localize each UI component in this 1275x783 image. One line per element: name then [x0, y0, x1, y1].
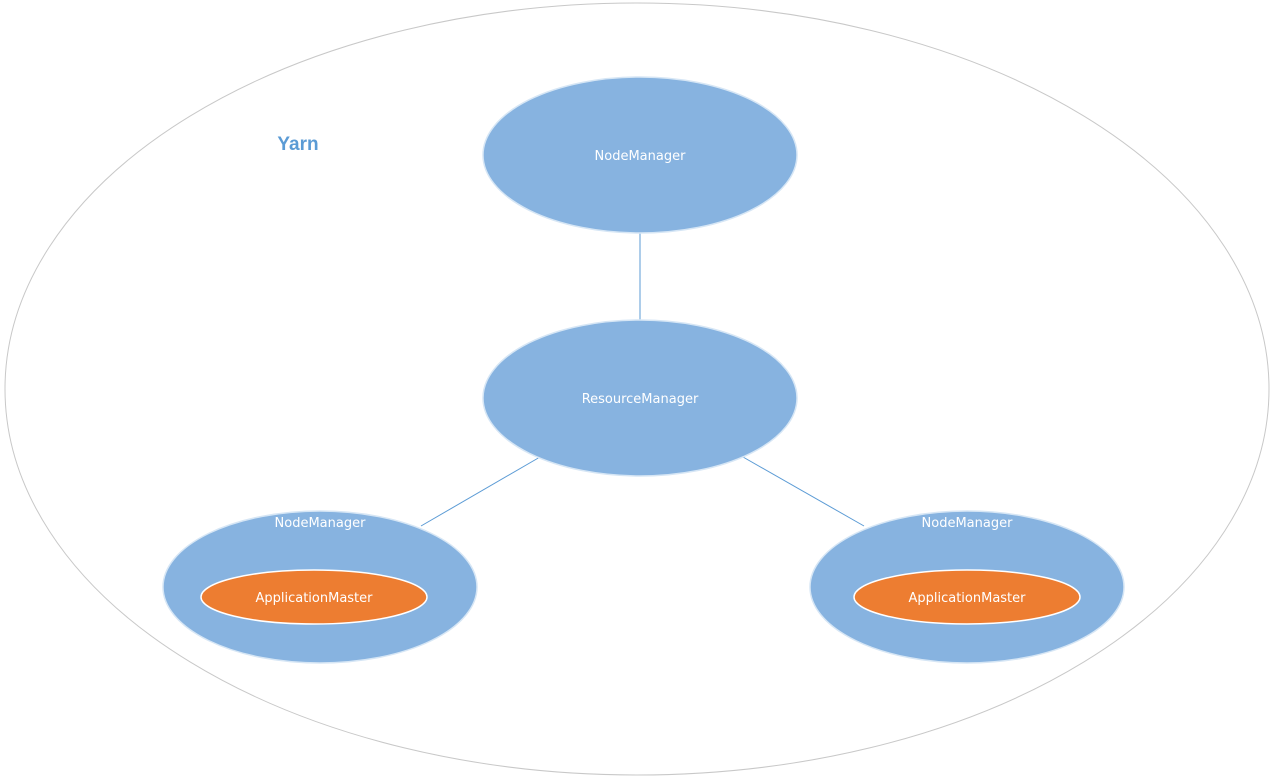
node-manager-top: NodeManager [482, 76, 798, 234]
connector-rm-to-right-nodemanager [742, 456, 865, 527]
application-master-right-shape [853, 569, 1081, 625]
resource-manager-shape [482, 319, 798, 477]
resource-manager: ResourceManager [482, 319, 798, 477]
application-master-left-shape [200, 569, 428, 625]
node-manager-left: NodeManager ApplicationMaster [162, 510, 478, 664]
node-manager-right: NodeManager ApplicationMaster [809, 510, 1125, 664]
diagram-title: Yarn [277, 134, 318, 155]
application-master-left-label: ApplicationMaster [255, 591, 373, 606]
node-manager-top-shape [482, 76, 798, 234]
node-manager-top-label: NodeManager [595, 149, 687, 164]
node-manager-right-label: NodeManager [922, 516, 1014, 531]
yarn-cluster-boundary [4, 2, 1270, 776]
resource-manager-label: ResourceManager [582, 392, 699, 407]
connector-rm-to-left-nodemanager [420, 456, 541, 527]
node-manager-left-label: NodeManager [275, 516, 367, 531]
application-master-right-label: ApplicationMaster [908, 591, 1026, 606]
